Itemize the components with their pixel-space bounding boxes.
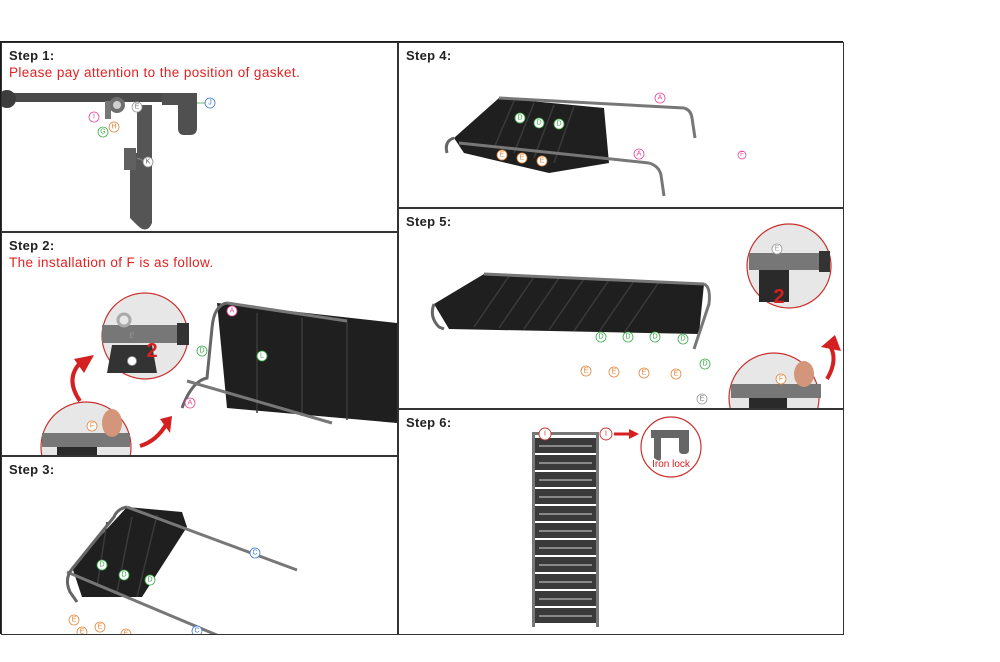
label-e: E [135, 104, 140, 111]
label-e-2: E [80, 629, 85, 636]
label-e-1: E [584, 368, 589, 375]
label-e-2: E [612, 369, 617, 376]
label-e-1: E [72, 617, 77, 624]
label-e-4: E [124, 631, 129, 636]
label-lock-right: I [605, 431, 607, 438]
label-d-1: D [598, 334, 603, 341]
step-4-panel: A A F D D D E E E Step 4: [398, 42, 844, 208]
label-d-3: D [652, 334, 657, 341]
label-h: H [111, 124, 116, 131]
step-4-illustration: A A F D D D E E E [444, 92, 747, 197]
label-f: F [779, 376, 783, 383]
step-1-note: Please pay attention to the position of … [9, 65, 301, 80]
label-d-1: D [517, 115, 522, 122]
label-lock-left: I [544, 431, 546, 438]
label-c-bottom: C [194, 628, 199, 635]
label-d-3: D [147, 577, 152, 584]
step-6-panel: I I Iron lock Step 6: [398, 409, 844, 635]
step-5-illustration: D D D D D E E E E E E 2 [430, 223, 841, 408]
label-a-top: A [658, 95, 663, 102]
step-3-panel: C C D D D E E E E Step 3: [1, 456, 398, 635]
step-2-panel: A A D L 2 E F 1 Step 2: [1, 232, 398, 456]
label-d-4: D [680, 336, 685, 343]
label-e-zoom: E [130, 333, 135, 340]
step-5-title: Step 5: [406, 214, 452, 229]
step-2-illustration: A A D L 2 E F 1 [40, 292, 397, 455]
label-f: F [740, 152, 744, 158]
step-4-title: Step 4: [406, 48, 452, 63]
label-a-bottom: A [637, 151, 642, 158]
label-e-4: E [674, 371, 679, 378]
label-e-2: E [520, 155, 525, 162]
label-e-zoom: E [775, 246, 780, 253]
number-2: 2 [773, 286, 784, 308]
label-d: D [199, 348, 204, 355]
label-g: G [100, 129, 105, 136]
step-2-note: The installation of F is as follow. [9, 255, 214, 270]
label-d-2: D [625, 334, 630, 341]
step-1-illustration: J I E G H K [2, 90, 216, 230]
step-3-title: Step 3: [9, 462, 55, 477]
label-d-3: D [556, 121, 561, 128]
label-d-2: D [121, 572, 126, 579]
step-6-title: Step 6: [406, 415, 452, 430]
step-2-title: Step 2: [9, 238, 55, 253]
step-5-panel: D D D D D E E E E E E 2 [398, 208, 844, 409]
step-1-title: Step 1: [9, 48, 55, 63]
label-i: I [93, 114, 95, 121]
label-e-3: E [540, 158, 545, 165]
label-e-3: E [98, 624, 103, 631]
label-d-5: D [702, 361, 707, 368]
step-3-illustration: C C D D D E E E E [65, 505, 298, 636]
label-e-5: E [700, 396, 705, 403]
label-e-1: E [500, 152, 505, 159]
hanging-shoe-rack [535, 438, 596, 623]
label-k: K [146, 159, 151, 166]
step-1-panel: J I E G H K Step 1: Please pay attention… [1, 42, 398, 232]
label-e-3: E [642, 370, 647, 377]
label-d-1: D [99, 562, 104, 569]
instruction-sheet: J I E G H K Step 1: Please pay attention… [0, 41, 844, 635]
label-j: J [208, 100, 212, 107]
label-c-top: C [252, 550, 257, 557]
label-l: L [260, 353, 264, 360]
iron-lock-callout: Iron lock [652, 459, 691, 470]
number-2: 2 [146, 340, 157, 362]
label-a-top: A [230, 308, 235, 315]
label-a-bottom: A [188, 400, 193, 407]
step-6-illustration: I I Iron lock [532, 416, 702, 627]
label-f: F [90, 423, 94, 430]
label-d-2: D [536, 120, 541, 127]
